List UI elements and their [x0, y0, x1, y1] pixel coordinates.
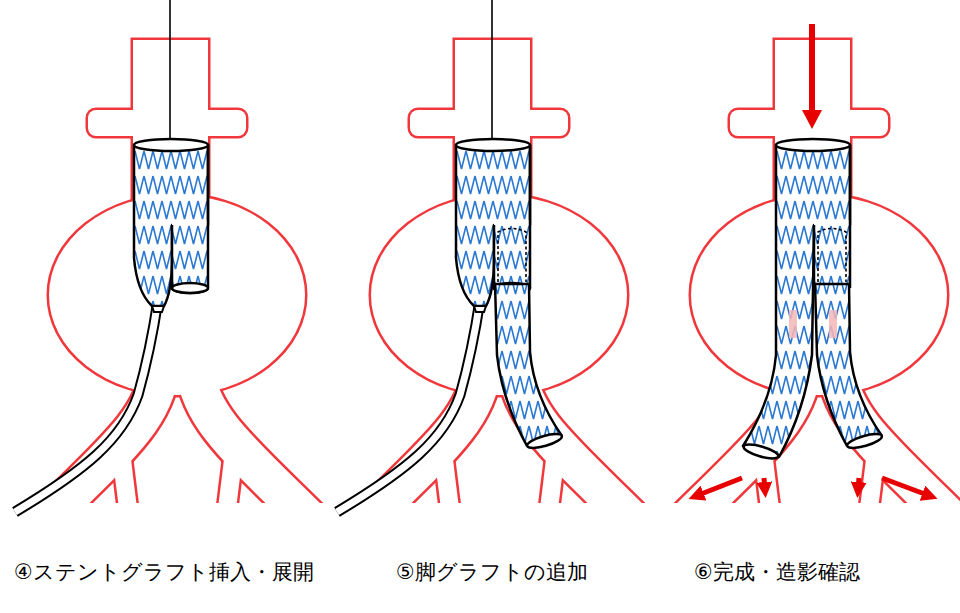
panel-limb	[337, 0, 637, 525]
step-caption: ⑥完成・造影確認	[694, 560, 860, 585]
panel-complete	[682, 24, 957, 525]
step-caption: ④ステントグラフト挿入・展開	[14, 560, 314, 585]
step-caption: ⑤脚グラフトの追加	[396, 560, 588, 585]
panel-insert	[15, 0, 315, 525]
